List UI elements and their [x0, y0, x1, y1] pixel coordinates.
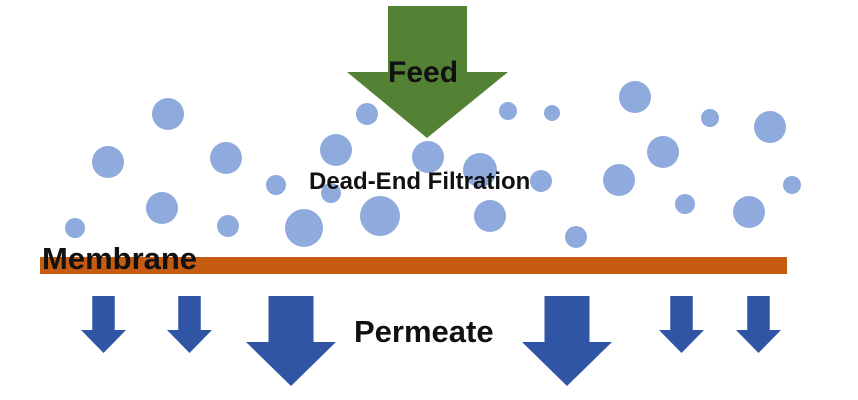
- particle: [356, 103, 378, 125]
- permeate-arrow-group: [81, 296, 781, 386]
- particle: [152, 98, 184, 130]
- permeate-arrow: [522, 296, 612, 386]
- particle: [701, 109, 719, 127]
- particle: [65, 218, 85, 238]
- permeate-arrow: [246, 296, 336, 386]
- membrane-label: Membrane: [42, 241, 198, 276]
- permeate-arrow: [736, 296, 781, 353]
- particle: [733, 196, 765, 228]
- particle: [619, 81, 651, 113]
- particle: [266, 175, 286, 195]
- particle: [210, 142, 242, 174]
- particle: [499, 102, 517, 120]
- particle: [565, 226, 587, 248]
- permeate-label: Permeate: [354, 314, 494, 349]
- particle-group: [65, 81, 801, 248]
- particle: [285, 209, 323, 247]
- permeate-arrow: [659, 296, 704, 353]
- particle: [217, 215, 239, 237]
- particle: [783, 176, 801, 194]
- permeate-arrow: [167, 296, 212, 353]
- particle: [603, 164, 635, 196]
- feed-label: Feed: [388, 56, 459, 89]
- feed-arrow: [347, 6, 508, 138]
- permeate-arrow: [81, 296, 126, 353]
- particle: [320, 134, 352, 166]
- particle: [360, 196, 400, 236]
- particle: [675, 194, 695, 214]
- particle: [321, 183, 341, 203]
- particle: [474, 200, 506, 232]
- particle: [92, 146, 124, 178]
- particle: [463, 153, 497, 187]
- process-title: Dead-End Filtration: [309, 168, 531, 195]
- particle: [647, 136, 679, 168]
- particle: [412, 141, 444, 173]
- membrane-bar: [40, 257, 787, 274]
- particle: [146, 192, 178, 224]
- particle: [754, 111, 786, 143]
- particle: [544, 105, 560, 121]
- particle: [530, 170, 552, 192]
